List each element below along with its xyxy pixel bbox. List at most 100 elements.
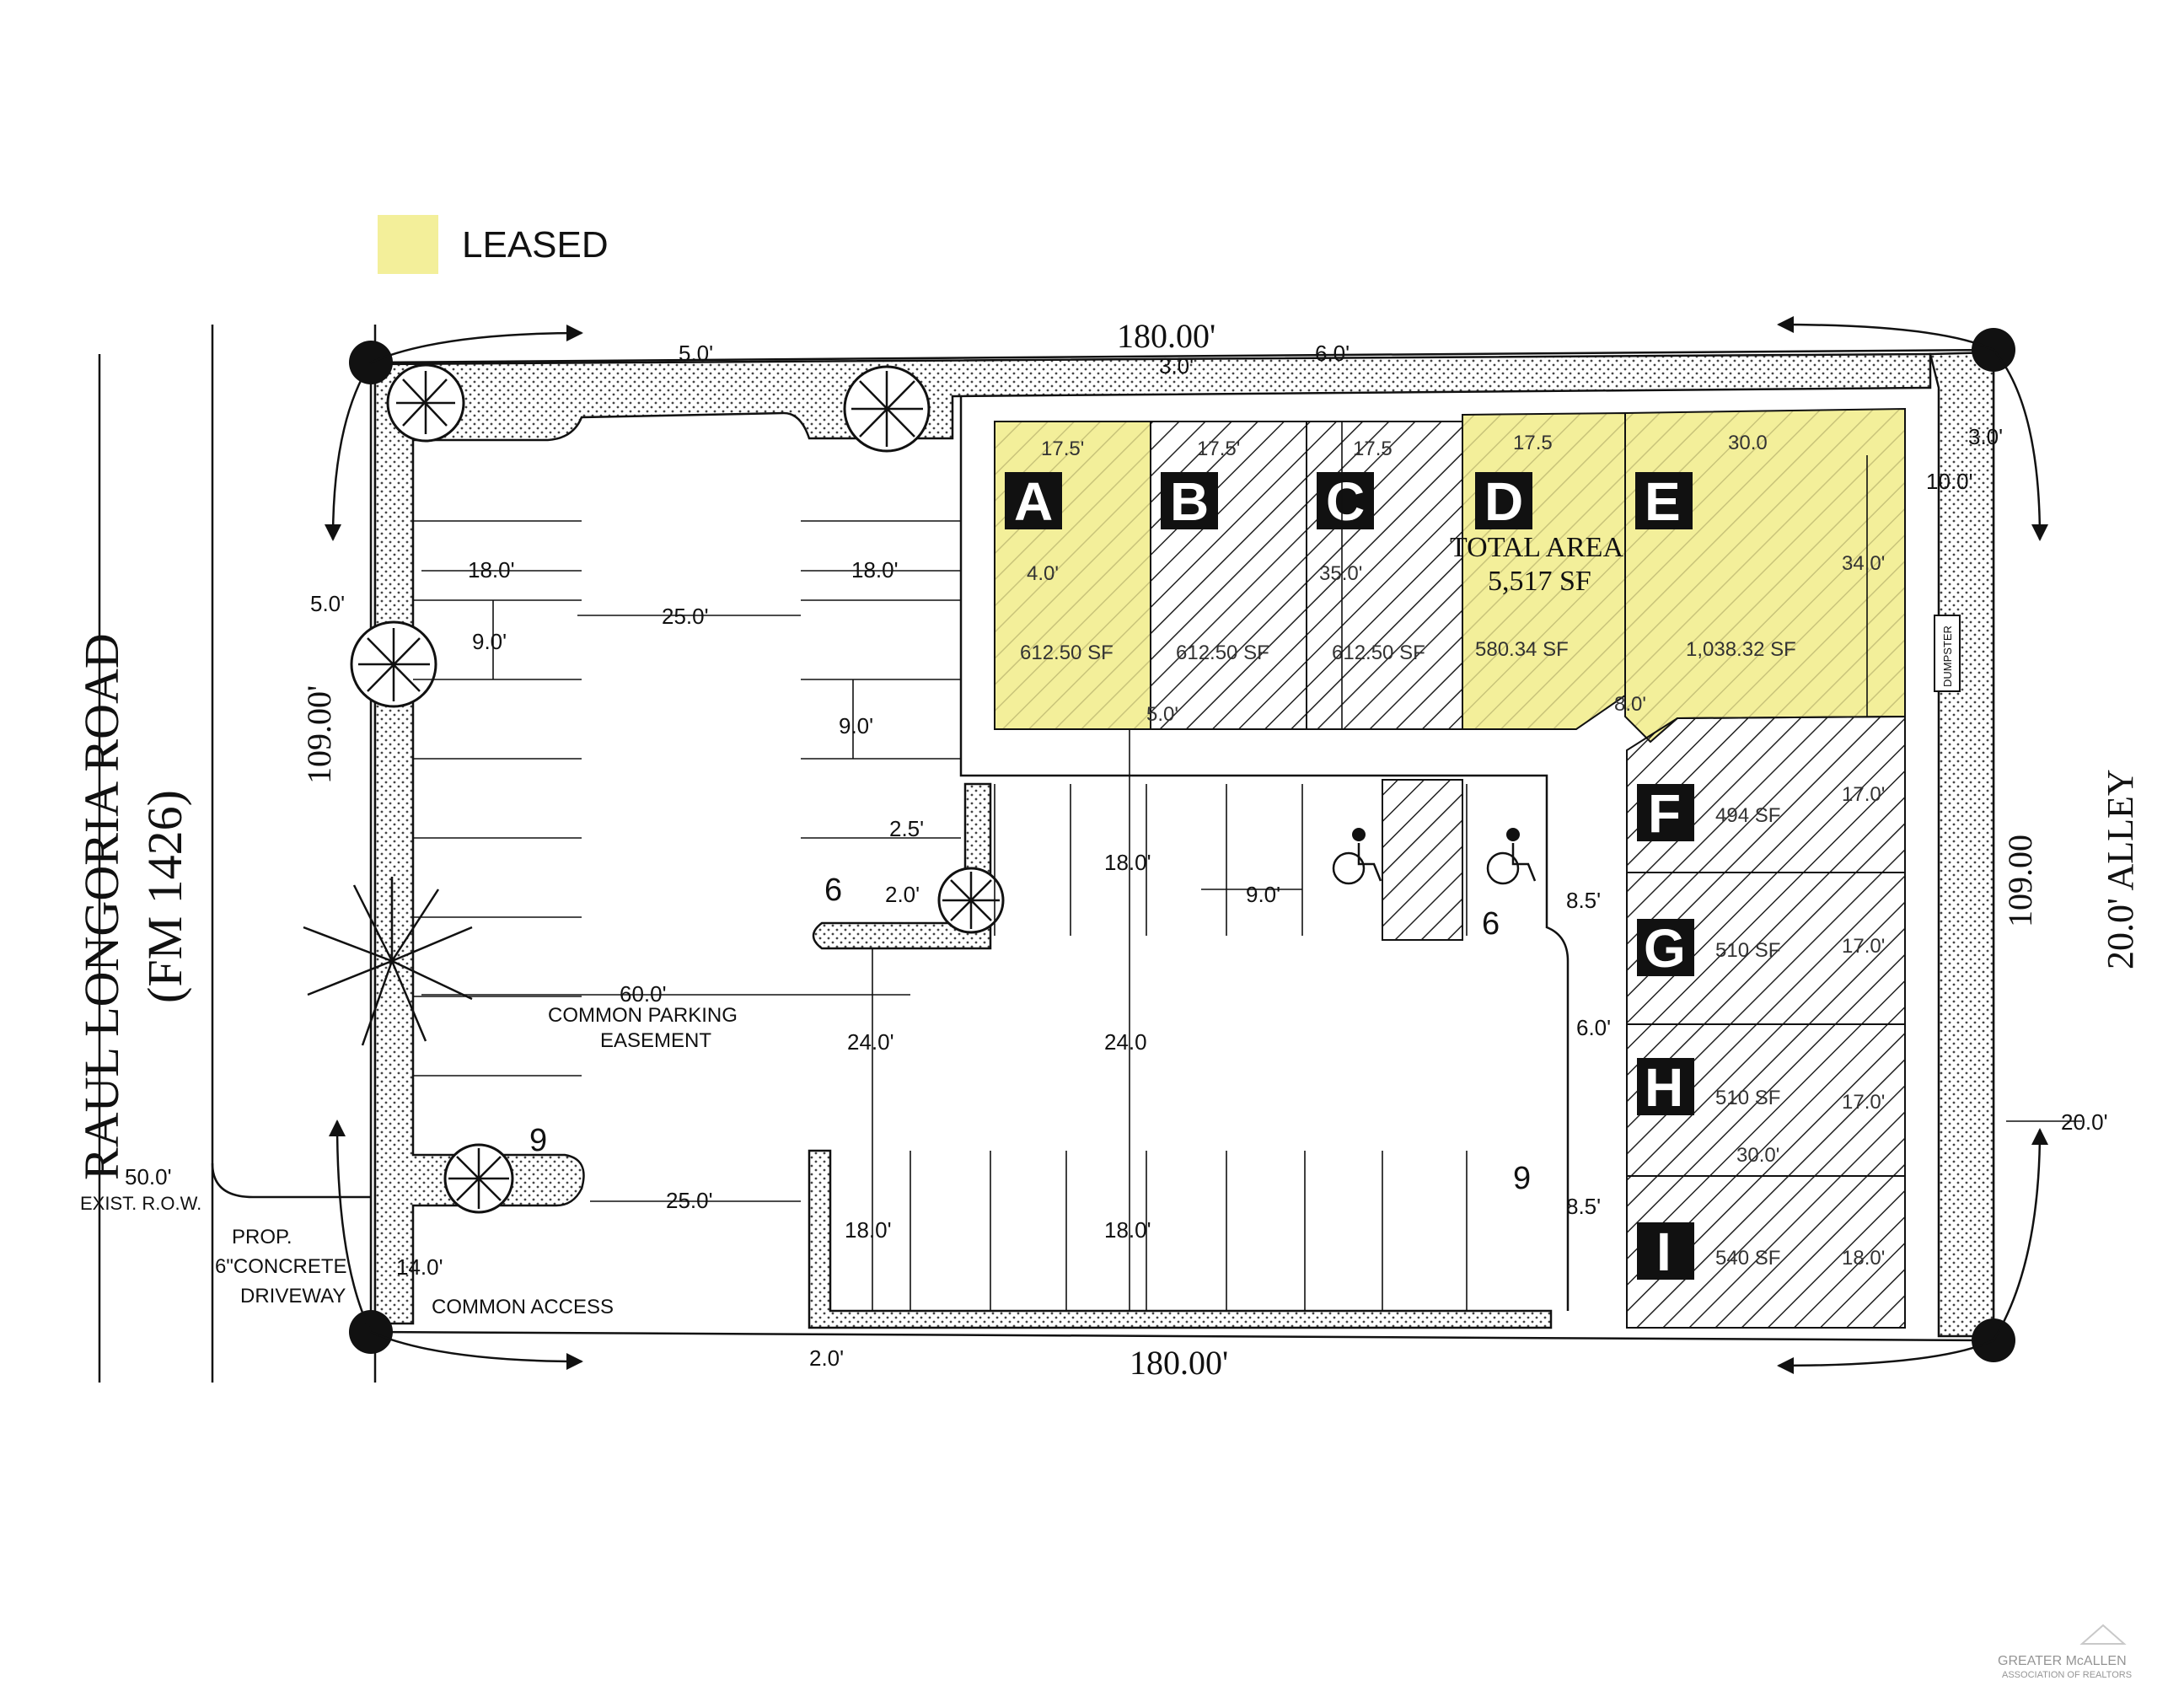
tree-icon <box>386 363 465 443</box>
row-dimension: 50.0' <box>125 1164 172 1189</box>
dim-label: 8.5' <box>1566 1194 1601 1219</box>
unit-tag-c <box>1317 472 1374 529</box>
dim-left: 109.00' <box>300 685 338 784</box>
legend-swatch <box>378 215 438 274</box>
unit-tag-d <box>1475 472 1532 529</box>
dim-label: 6.0' <box>1576 1015 1611 1040</box>
common-access-note: COMMON ACCESS <box>432 1296 614 1318</box>
dim-label: 10.0' <box>1926 469 1973 494</box>
parking-easement-note: COMMON PARKING <box>548 1004 738 1027</box>
tree-icon <box>350 620 437 708</box>
unit-tag-f-label: F <box>1648 783 1681 844</box>
unit-tag-g <box>1637 919 1694 976</box>
parking-counts: 6 6 9 9 <box>529 873 1531 1196</box>
dim-label: 34.0' <box>1842 552 1885 575</box>
dumpster-label: DUMPSTER <box>1941 626 1954 687</box>
watermark-logo: GREATER McALLEN ASSOCIATION OF REALTORS <box>1998 1624 2132 1680</box>
unit-i-area: 540 SF <box>1715 1247 1780 1270</box>
dim-label: 9.0' <box>1246 882 1280 907</box>
unit-e-area: 1,038.32 SF <box>1686 638 1796 661</box>
unit-c-area: 612.50 SF <box>1332 642 1425 664</box>
dim-label: 5.0' <box>310 591 345 616</box>
dim-label: 30.0 <box>1728 432 1768 454</box>
dim-label: 17.0' <box>1842 935 1885 958</box>
unit-f[interactable] <box>1626 715 1906 873</box>
legend-label: LEASED <box>462 224 609 266</box>
dim-bottom: 180.00' <box>1130 1344 1228 1382</box>
dim-label: 2.0' <box>809 1345 844 1371</box>
dim-label: 17.5' <box>1041 438 1084 460</box>
dim-top: 180.00' <box>1117 317 1215 355</box>
unit-tag-g-label: G <box>1644 918 1686 979</box>
unit-tag-e-label: E <box>1645 471 1681 532</box>
parking-stripes <box>413 396 1570 1311</box>
landscape-strips <box>373 351 1995 1338</box>
boundary-arrows <box>325 316 2048 1374</box>
alley-label: 20.0' ALLEY <box>2100 769 2141 969</box>
unit-tag-f <box>1637 784 1694 841</box>
tree-icon <box>843 365 931 453</box>
dim-label: 18.0' <box>1104 850 1151 875</box>
palm-tree-icon <box>303 877 473 1046</box>
dim-label: 17.5' <box>1197 438 1240 460</box>
driveway-note: PROP. <box>232 1226 292 1248</box>
parking-easement-note: EASEMENT <box>600 1029 711 1052</box>
unit-h-area: 510 SF <box>1715 1087 1780 1109</box>
road-name-west-sub: (FM 1426) <box>137 790 192 1003</box>
dim-label: 25.0' <box>662 604 709 629</box>
unit-d-area: 580.34 SF <box>1475 638 1569 661</box>
plan-notes: COMMON PARKING EASEMENT 50.0' EXIST. R.O… <box>80 769 2141 1318</box>
dim-label: 17.0' <box>1842 1091 1885 1114</box>
dim-label: 18.0' <box>1104 1217 1151 1243</box>
dim-label: 2.0' <box>885 882 920 907</box>
legend: LEASED <box>378 215 609 274</box>
dim-label: 6.0' <box>1315 341 1350 366</box>
accessible-parking-icon <box>1486 828 1537 885</box>
unit-tag-b-label: B <box>1170 471 1209 532</box>
unit-areas: 612.50 SF 612.50 SF 612.50 SF 580.34 SF … <box>1020 532 1796 1270</box>
unit-b-area: 612.50 SF <box>1176 642 1269 664</box>
unit-tag-h-label: H <box>1645 1057 1683 1118</box>
dim-label: 17.0' <box>1842 783 1885 806</box>
unit-a-area: 612.50 SF <box>1020 642 1113 664</box>
accessible-parking-icon <box>1332 828 1382 885</box>
dim-label: 25.0' <box>666 1188 713 1213</box>
dim-label: 60.0' <box>620 981 667 1007</box>
dim-label: 9.0' <box>839 713 873 738</box>
watermark-text: GREATER McALLEN <box>1998 1654 2127 1668</box>
dim-label: 5.0' <box>679 341 713 366</box>
unit-tag-b <box>1161 472 1218 529</box>
dim-label: 8.5' <box>1566 888 1601 913</box>
dimension-labels: 180.00' 180.00' 109.00' 109.00 5.0' 3.0'… <box>300 317 2108 1382</box>
unit-tag-i <box>1637 1222 1694 1280</box>
row-note: EXIST. R.O.W. <box>80 1193 201 1214</box>
road-name-west: RAUL LONGORIA ROAD <box>74 633 129 1180</box>
dim-label: 2.5' <box>889 816 924 841</box>
dumpster <box>1934 615 1961 692</box>
accessible-aisle <box>1382 779 1463 941</box>
dim-label: 3.0' <box>1159 353 1194 379</box>
unit-e[interactable] <box>1624 407 1906 744</box>
unit-tags: A B C D E F G H I <box>1005 471 1694 1282</box>
unit-b[interactable] <box>1150 421 1307 730</box>
unit-tag-h <box>1637 1058 1694 1115</box>
tree-icon <box>937 867 1005 934</box>
dim-label: 3.0' <box>1968 424 2003 449</box>
driveway-note: 6"CONCRETE <box>215 1255 347 1278</box>
dim-label: 18.0' <box>1842 1247 1885 1270</box>
dim-label: 14.0' <box>396 1254 443 1280</box>
dim-label: 18.0' <box>845 1217 892 1243</box>
unit-a[interactable] <box>994 421 1151 730</box>
raul-longoria-road: RAUL LONGORIA ROAD (FM 1426) <box>74 325 377 1383</box>
unit-tag-c-label: C <box>1326 471 1365 532</box>
dim-right: 109.00 <box>2001 835 2039 927</box>
unit-tag-a-label: A <box>1014 471 1053 532</box>
parking-count: 9 <box>529 1123 547 1158</box>
dim-label: 18.0' <box>851 557 899 583</box>
total-area-value: 5,517 SF <box>1488 566 1591 597</box>
unit-tag-i-label: I <box>1656 1222 1672 1282</box>
unit-tag-d-label: D <box>1484 471 1523 532</box>
dim-label: 17.5 <box>1513 432 1553 454</box>
dim-label: 4.0' <box>1027 562 1059 585</box>
